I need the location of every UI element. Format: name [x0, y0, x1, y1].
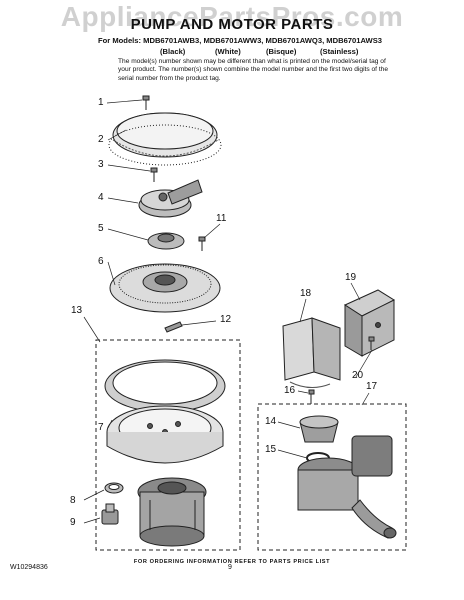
- callout-15: 15: [265, 444, 277, 455]
- color-stainless: (Stainless): [320, 47, 359, 56]
- callout-2: 2: [98, 134, 104, 145]
- callout-20: 20: [352, 370, 364, 381]
- callout-14: 14: [265, 416, 277, 427]
- color-black: (Black): [160, 47, 186, 56]
- part-6-filter-disc: [109, 263, 221, 313]
- part-9-fitting: [101, 503, 119, 525]
- page-title: PUMP AND MOTOR PARTS: [130, 16, 334, 33]
- part-7-base: [106, 405, 224, 464]
- part-2-cover: [108, 112, 222, 166]
- motor-assembly: [137, 477, 207, 547]
- callout-4: 4: [98, 192, 104, 203]
- part-12-clip: [164, 321, 183, 333]
- part-19-box: [343, 289, 396, 357]
- group-box-13: [95, 339, 241, 551]
- color-white: (White): [215, 47, 241, 56]
- callout-5: 5: [98, 223, 104, 234]
- color-bisque: (Bisque): [266, 47, 297, 56]
- watermark: AppliancePartsPros.com: [60, 1, 404, 32]
- part-8-seal: [104, 482, 124, 494]
- callout-11: 11: [216, 213, 227, 224]
- callout-12: 12: [220, 314, 232, 325]
- part-16-screw: [308, 389, 315, 404]
- page-number: 9: [228, 564, 232, 571]
- callout-16: 16: [284, 385, 296, 396]
- group-box-17: [257, 403, 407, 551]
- callout-9: 9: [70, 517, 76, 528]
- part-18-bracket: [282, 317, 341, 388]
- callout-3: 3: [98, 159, 104, 170]
- part-7-ring: [104, 359, 226, 413]
- part-4-housing: [138, 179, 203, 218]
- callout-8: 8: [70, 495, 76, 506]
- callout-6: 6: [98, 256, 104, 267]
- document-number: W10294836: [10, 564, 48, 571]
- models-line: For Models: MDB6701AWB3, MDB6701AWW3, MD…: [98, 36, 382, 45]
- callout-1: 1: [98, 97, 104, 108]
- drain-pump: [297, 435, 397, 539]
- part-20-screw: [368, 336, 375, 350]
- part-3-screw: [150, 167, 158, 182]
- callout-7: 7: [98, 422, 104, 433]
- callout-19: 19: [345, 272, 357, 283]
- callout-18: 18: [300, 288, 312, 299]
- part-5-impeller: [147, 232, 185, 250]
- model-note: The model(s) number shown may be differe…: [118, 58, 388, 82]
- ordering-footer: FOR ORDERING INFORMATION REFER TO PARTS …: [133, 559, 331, 565]
- part-11-screw: [198, 236, 206, 251]
- part-14-impeller: [299, 415, 339, 443]
- callout-17: 17: [366, 381, 378, 392]
- callout-13: 13: [71, 305, 83, 316]
- part-1-screw: [142, 95, 150, 110]
